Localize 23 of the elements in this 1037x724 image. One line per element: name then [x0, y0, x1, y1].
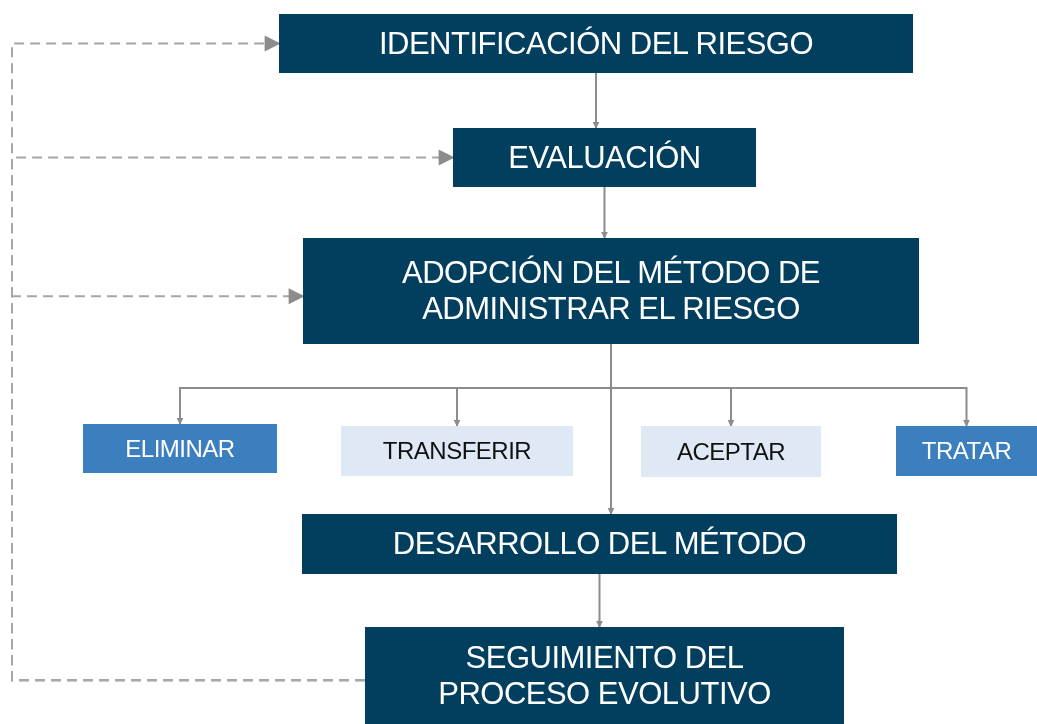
arrow	[592, 72, 600, 129]
box-label: ACEPTAR	[676, 437, 786, 466]
box-label: DESARROLLO DEL MÉTODO	[392, 526, 807, 562]
process-box	[83, 424, 277, 473]
box-label: ELIMINAR	[125, 434, 235, 463]
arrow	[596, 573, 603, 628]
box-label: TRANSFERIR	[382, 437, 532, 465]
process-box	[641, 426, 821, 477]
process-box	[453, 128, 756, 187]
arrow	[607, 343, 615, 515]
box-label: TRATAR	[921, 437, 1012, 465]
dashed-arrow	[11, 288, 366, 682]
process-box	[341, 426, 573, 476]
box-label: SEGUIMIENTO DEL PROCESO EVOLUTIVO	[437, 639, 772, 712]
box-label: IDENTIFICACIÓN DEL RIESGO	[378, 25, 814, 62]
process-box	[896, 426, 1037, 476]
process-box	[302, 514, 897, 574]
process-box	[365, 627, 844, 724]
box-label: ADOPCIÓN DEL MÉTODO DE ADMINISTRAR EL RIESGO	[401, 255, 821, 327]
process-box	[279, 14, 913, 73]
process-box	[303, 238, 919, 344]
arrow	[601, 186, 608, 239]
box-label: EVALUACIÓN	[508, 139, 701, 176]
